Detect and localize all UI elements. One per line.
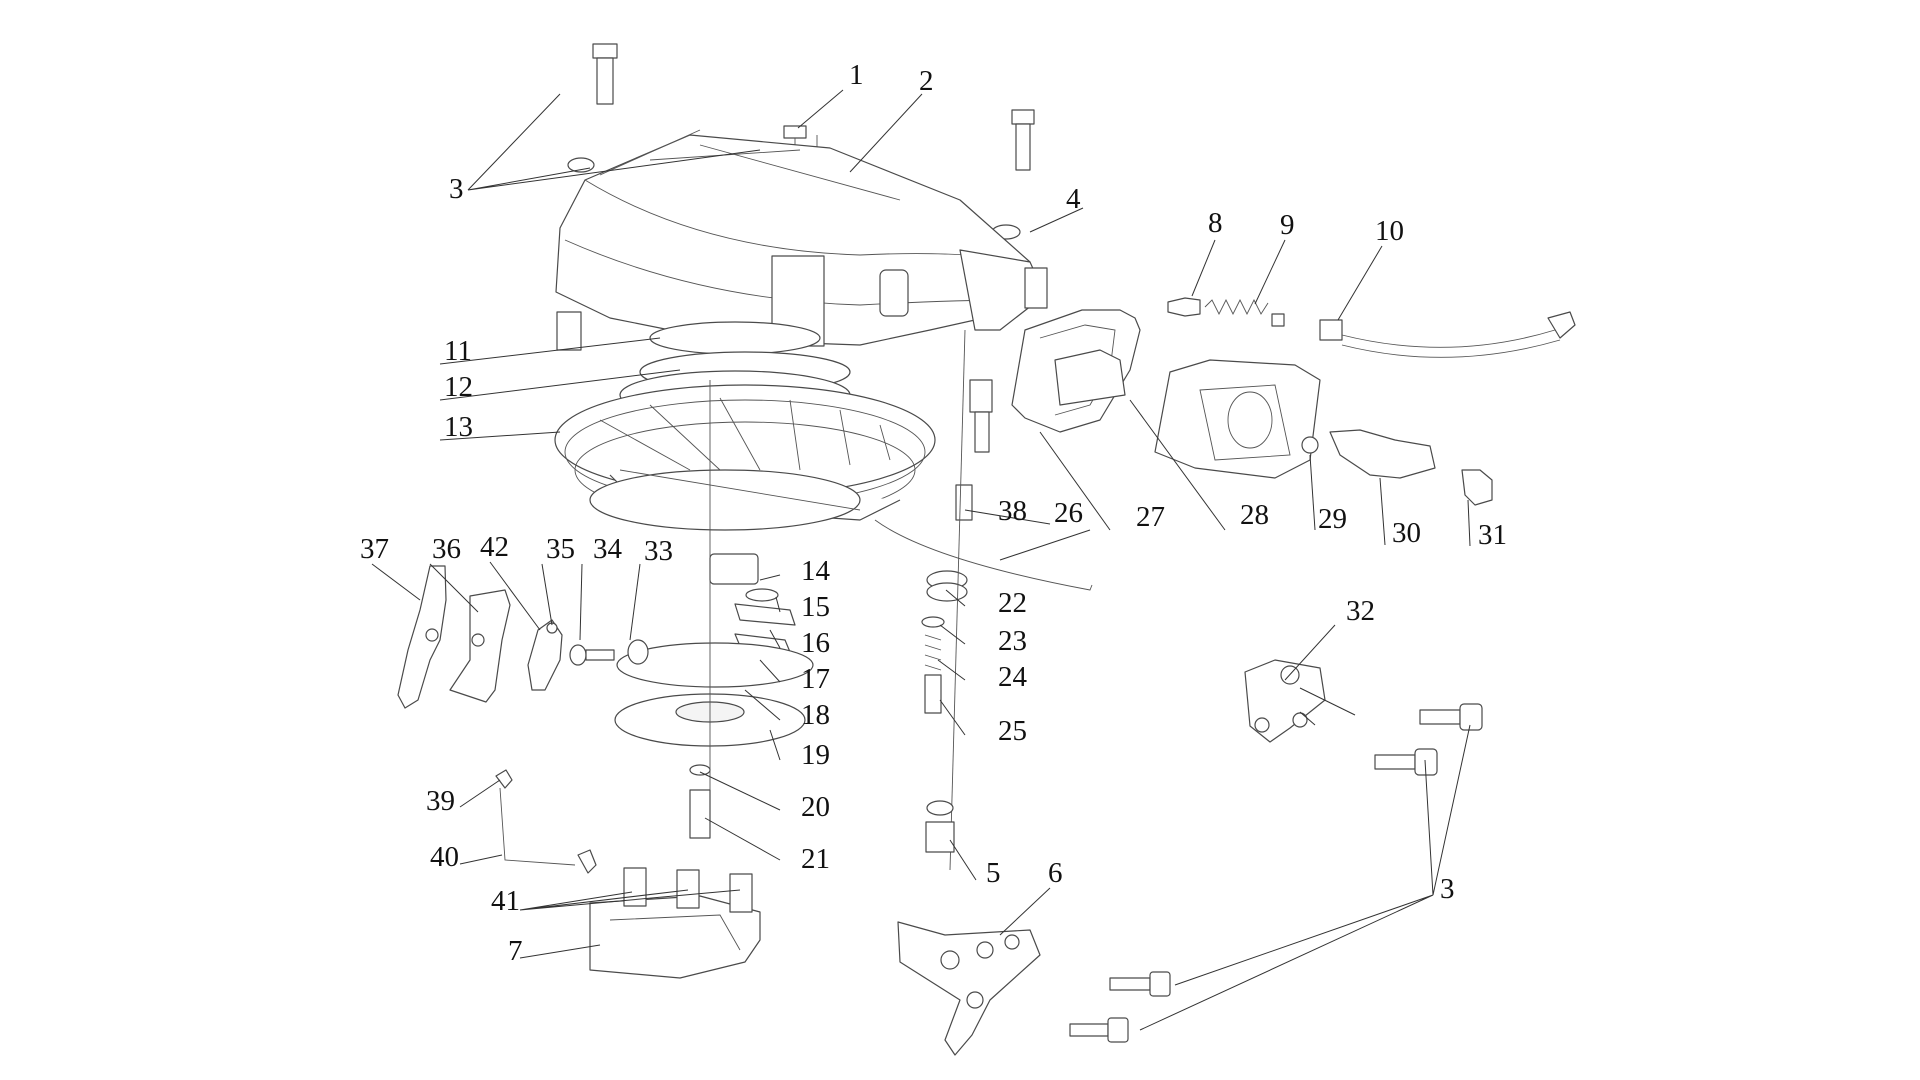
callout-38: 38 xyxy=(998,495,1027,527)
bolt-4 xyxy=(991,109,1035,240)
callout-9: 9 xyxy=(1280,209,1295,241)
callout-5: 5 xyxy=(986,857,1001,889)
callout-41: 41 xyxy=(491,885,520,917)
callout-36: 36 xyxy=(432,533,461,565)
callout-30: 30 xyxy=(1392,517,1421,549)
callout-34: 34 xyxy=(593,533,623,565)
callout-3-top: 3 xyxy=(449,173,464,205)
link-35-42 xyxy=(527,619,563,691)
callout-19: 19 xyxy=(801,739,830,771)
leader-lines xyxy=(371,89,1471,1031)
callout-17: 17 xyxy=(801,663,830,695)
pin-33-34 xyxy=(569,639,649,666)
callout-29: 29 xyxy=(1318,503,1347,535)
callout-39: 39 xyxy=(426,785,455,817)
callout-15: 15 xyxy=(801,591,830,623)
callout-35: 35 xyxy=(546,533,575,565)
bracket-32 xyxy=(1244,659,1326,743)
callout-26: 26 xyxy=(1054,497,1083,529)
callout-27: 27 xyxy=(1136,501,1165,533)
callout-11: 11 xyxy=(444,335,472,367)
bracket-37 xyxy=(397,565,447,709)
callout-31: 31 xyxy=(1478,519,1507,551)
callout-13: 13 xyxy=(444,411,473,443)
fan-housing xyxy=(555,129,1048,347)
callout-8: 8 xyxy=(1208,207,1223,239)
bracket-6 xyxy=(897,921,1041,1056)
bolts-3-lower xyxy=(1069,703,1483,1043)
callout-1: 1 xyxy=(849,59,864,91)
pawl-plate-assembly xyxy=(614,380,814,839)
callout-42: 42 xyxy=(480,531,509,563)
callout-7: 7 xyxy=(508,935,523,967)
callout-21: 21 xyxy=(801,843,830,875)
spacer-5 xyxy=(925,800,955,853)
callout-12: 12 xyxy=(444,371,473,403)
rod-39-40 xyxy=(495,769,597,874)
base-7 xyxy=(589,867,761,979)
knob-29-31 xyxy=(1301,429,1493,506)
callout-18: 18 xyxy=(801,699,830,731)
recoil-reel-13 xyxy=(554,384,936,531)
callout-20: 20 xyxy=(801,791,830,823)
callout-37: 37 xyxy=(360,533,389,565)
throttle-cable xyxy=(1167,297,1576,358)
bracket-36 xyxy=(449,589,511,703)
callout-4: 4 xyxy=(1066,183,1081,215)
callout-22: 22 xyxy=(998,587,1027,619)
callout-24: 24 xyxy=(998,661,1028,693)
callout-25: 25 xyxy=(998,715,1027,747)
starter-rope-26 xyxy=(874,519,1093,591)
callout-14: 14 xyxy=(801,555,831,587)
callout-6: 6 xyxy=(1048,857,1063,889)
callout-32: 32 xyxy=(1346,595,1375,627)
callout-23: 23 xyxy=(998,625,1027,657)
air-filter-cover-28 xyxy=(1154,359,1321,479)
callout-28: 28 xyxy=(1240,499,1269,531)
callout-3-bottom: 3 xyxy=(1440,873,1455,905)
spring-bolt-stack xyxy=(921,329,993,871)
callout-10: 10 xyxy=(1375,215,1404,247)
callout-40: 40 xyxy=(430,841,459,873)
callout-33: 33 xyxy=(644,535,673,567)
callout-16: 16 xyxy=(801,627,830,659)
air-filter-base-27 xyxy=(1011,309,1141,433)
callout-2: 2 xyxy=(919,65,934,97)
